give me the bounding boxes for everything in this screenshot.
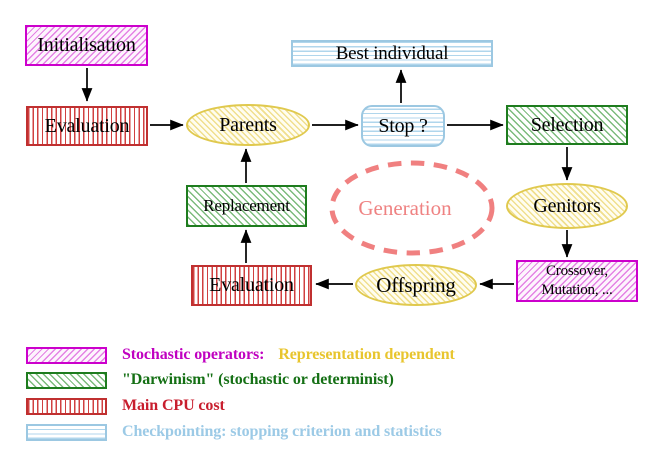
- legend-row-stochastic: Stochastic operators: Representation dep…: [26, 346, 455, 364]
- generation-label: Generation: [358, 195, 452, 220]
- node-genitors: Genitors: [506, 183, 628, 229]
- legend-swatch-stochastic: [26, 346, 107, 364]
- node-initialisation: Initialisation: [25, 25, 148, 66]
- legend-label-representation: Representation dependent: [278, 346, 455, 363]
- node-evaluation-top: Evaluation: [26, 106, 148, 146]
- node-stop: Stop ?: [361, 105, 445, 147]
- legend-row-cpu: Main CPU cost: [26, 397, 225, 415]
- crossover-line1: Crossover,: [546, 263, 608, 280]
- legend-label-checkpointing: Checkpointing: stopping criterion and st…: [122, 423, 442, 440]
- legend-label-stochastic: Stochastic operators:: [122, 346, 265, 363]
- legend-row-darwinism: "Darwinism" (stochastic or determinist): [26, 371, 394, 389]
- node-parents: Parents: [186, 104, 310, 146]
- node-evaluation-bottom: Evaluation: [191, 265, 312, 306]
- legend-row-checkpointing: Checkpointing: stopping criterion and st…: [26, 423, 442, 441]
- node-crossover-mutation: Crossover, Mutation, ...: [516, 260, 638, 302]
- legend-swatch-darwinism: [26, 371, 107, 389]
- generation-loop-ellipse: [329, 160, 495, 256]
- node-selection: Selection: [506, 105, 628, 145]
- legend-label-darwinism: "Darwinism" (stochastic or determinist): [122, 371, 394, 388]
- node-replacement: Replacement: [186, 185, 307, 227]
- crossover-line2: Mutation, ...: [541, 282, 613, 298]
- node-best-individual: Best individual: [291, 40, 493, 67]
- legend-label-cpu: Main CPU cost: [122, 397, 225, 414]
- legend-swatch-checkpointing: [26, 423, 107, 441]
- legend-swatch-cpu: [26, 397, 107, 415]
- node-offspring: Offspring: [355, 264, 477, 306]
